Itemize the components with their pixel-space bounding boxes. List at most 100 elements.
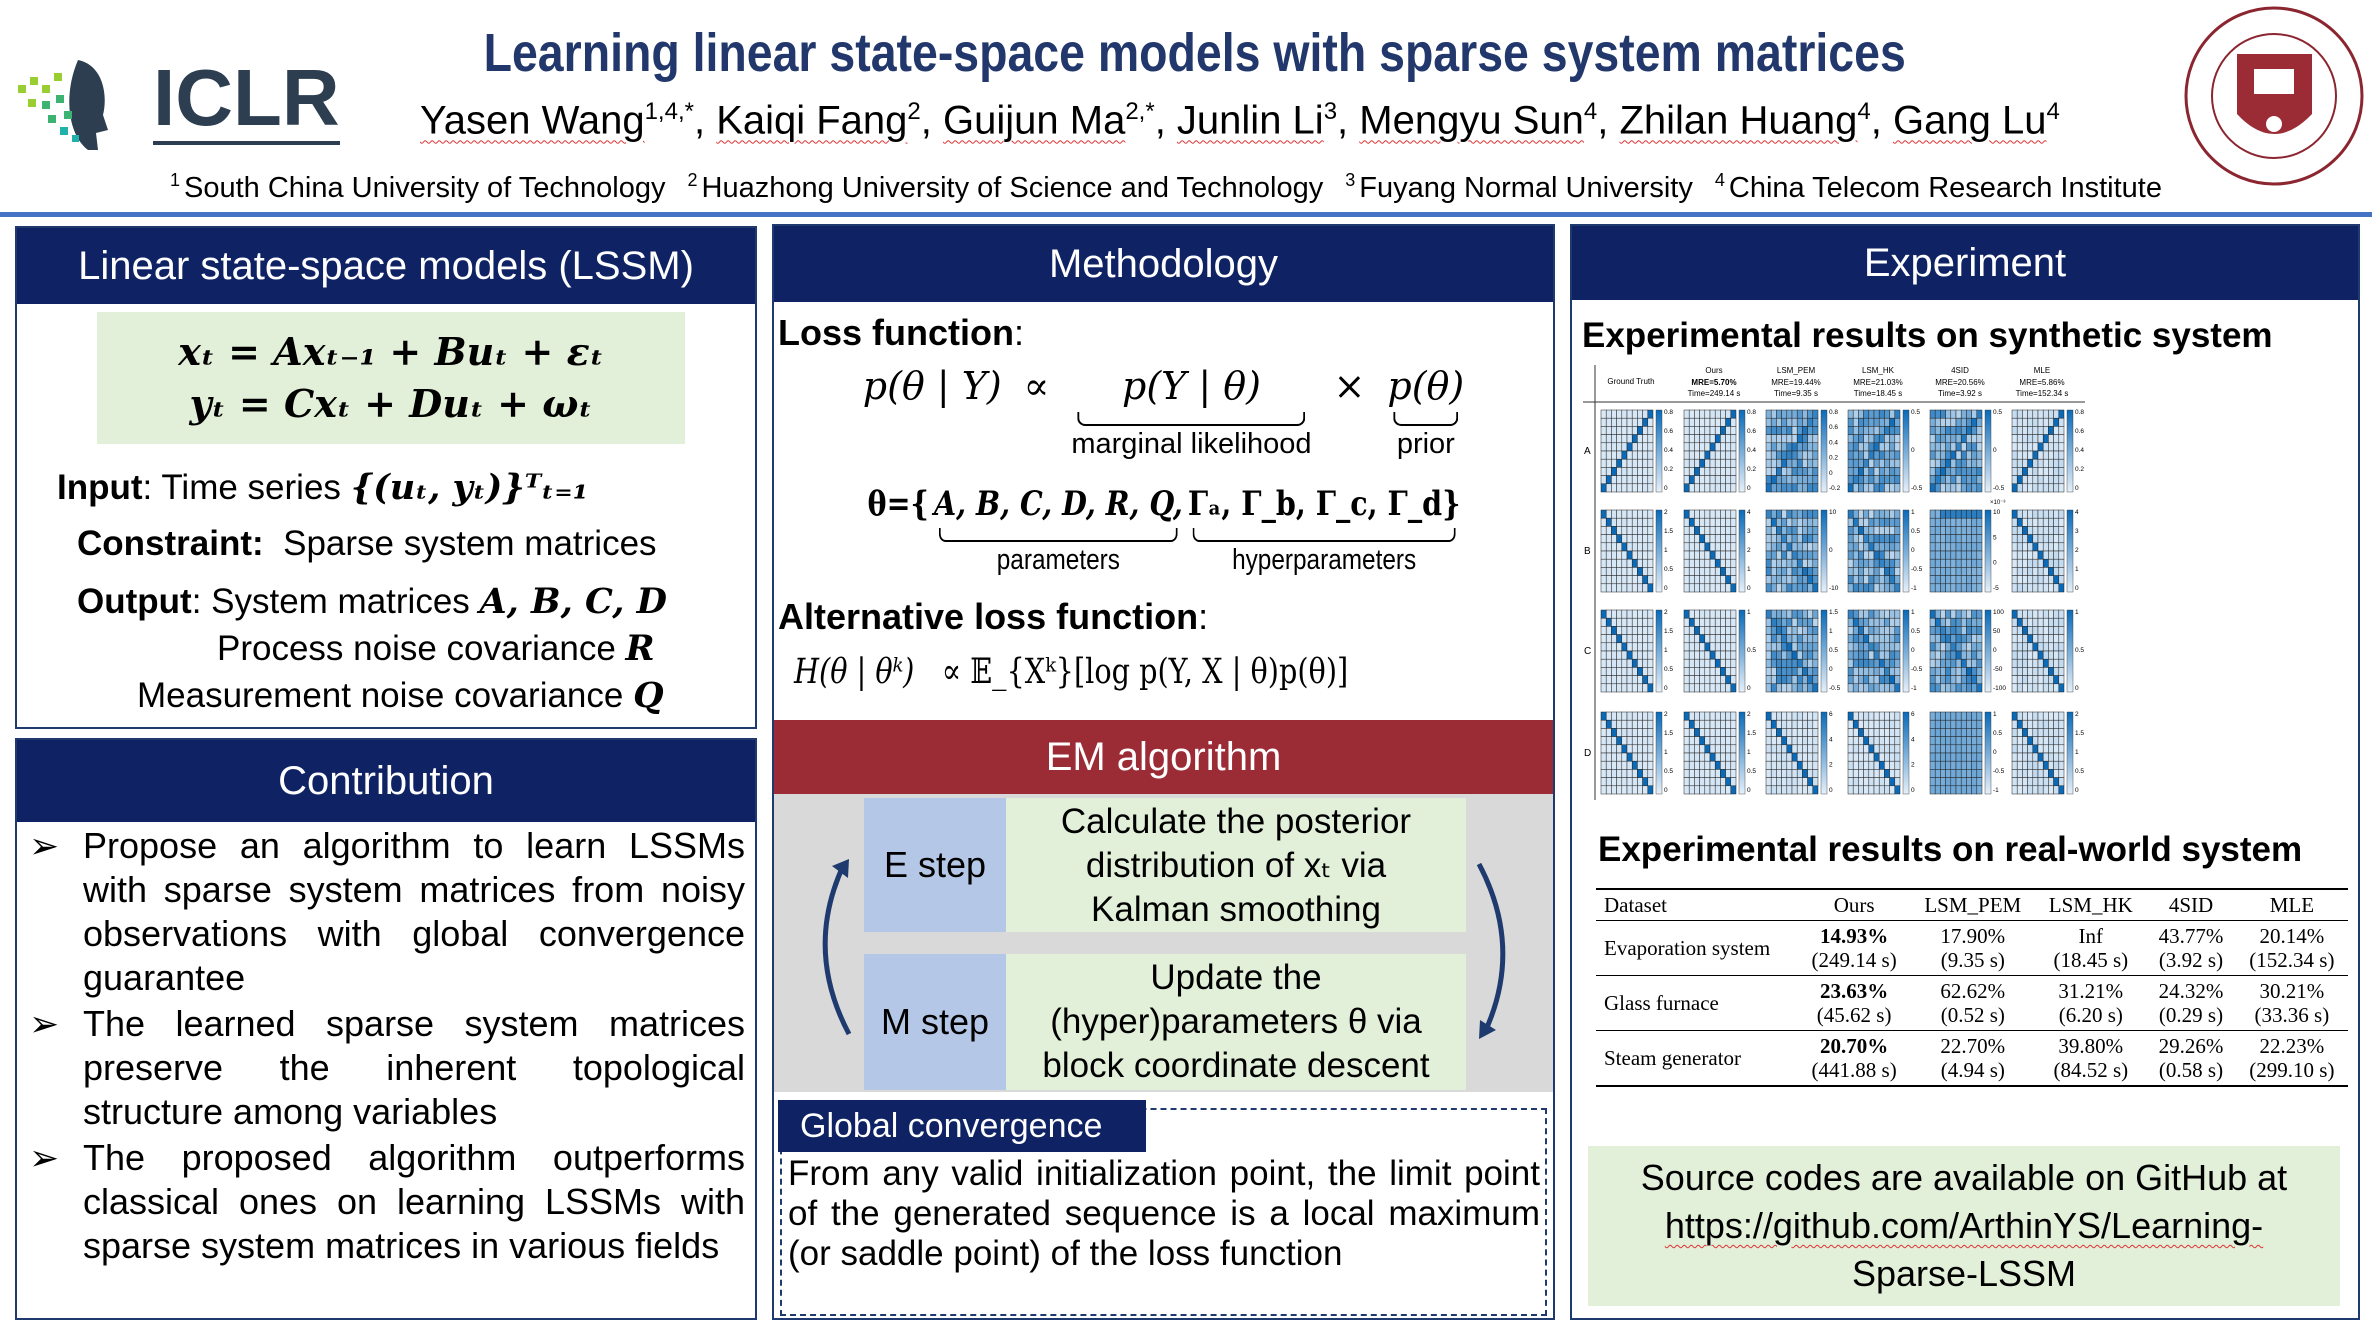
heatmap-cell xyxy=(1791,650,1798,660)
heatmap-cell xyxy=(1720,760,1726,770)
heatmap-cell xyxy=(2042,550,2049,560)
m-step-button[interactable]: M step xyxy=(864,954,1006,1090)
heatmap-cell xyxy=(1950,583,1957,593)
heatmap-cell xyxy=(2027,785,2034,795)
heatmap-cell xyxy=(1704,760,1711,770)
heatmap-cell xyxy=(1704,550,1711,560)
heatmap-cell xyxy=(1600,719,1607,729)
heatmap-cell xyxy=(1683,442,1690,452)
heatmap-cell xyxy=(1791,777,1798,787)
heatmap-cell xyxy=(1621,467,1628,476)
heatmap-cell xyxy=(1802,434,1808,444)
colorbar xyxy=(1738,509,1746,593)
author-affiliation-mark: 4 xyxy=(1857,98,1871,125)
heatmap-cell xyxy=(1694,752,1700,762)
heatmap-cell xyxy=(2016,458,2023,468)
heatmap-cell xyxy=(2048,426,2054,435)
affiliation-number: 3 xyxy=(1345,170,1356,190)
heatmap-cell xyxy=(1852,567,1859,576)
heatmap-cell xyxy=(1873,626,1880,635)
heatmap-cell xyxy=(1605,642,1612,652)
heatmap-cell xyxy=(1611,442,1617,452)
heatmap-cell xyxy=(1945,542,1952,552)
heatmap-cell xyxy=(1884,409,1890,419)
heatmap-cell xyxy=(1786,475,1793,485)
heatmap-cell xyxy=(1626,542,1633,552)
heatmap-cell xyxy=(1971,442,1978,452)
heatmap-cell xyxy=(1858,769,1864,778)
heatmap-cell xyxy=(1807,777,1814,787)
heatmap-cell xyxy=(1878,626,1885,635)
heatmap-cell xyxy=(2011,634,2018,644)
heatmap-cell xyxy=(1611,434,1617,444)
heatmap-cell xyxy=(2053,575,2060,585)
heatmap-cell xyxy=(1776,634,1782,644)
github-link[interactable]: https://github.com/ArthinYS/Learning- xyxy=(1664,1205,2264,1246)
heatmap-cell xyxy=(2058,426,2065,435)
heatmap-cell xyxy=(1714,467,1721,476)
heatmap-cell xyxy=(1725,744,1732,754)
heatmap-cell xyxy=(1971,575,1978,585)
mre-value: 31.21% xyxy=(2058,979,2124,1003)
heatmap-cell xyxy=(2053,769,2060,778)
heatmap-cell xyxy=(1725,450,1732,460)
heatmap-cell xyxy=(1725,650,1732,660)
heatmap-cell xyxy=(1868,634,1875,644)
heatmap-cell xyxy=(1884,642,1890,652)
heatmap-cell xyxy=(1960,426,1967,435)
heatmap-cell xyxy=(1626,442,1633,452)
heatmap-cell xyxy=(1770,658,1777,668)
heatmap-cell xyxy=(1714,752,1721,762)
heatmap-cell xyxy=(1976,634,1983,644)
heatmap-cell xyxy=(2042,658,2049,668)
heatmap-cell xyxy=(1945,567,1952,576)
heatmap-cell xyxy=(1600,458,1607,468)
heatmap-cell xyxy=(1852,711,1859,721)
heatmap-cell xyxy=(2016,509,2023,519)
heatmap-cell xyxy=(1694,534,1700,544)
heatmap-cell xyxy=(1889,667,1896,676)
mre-value: 20.14% xyxy=(2259,924,2325,948)
heatmap-cell xyxy=(2016,526,2023,535)
heatmap-cell xyxy=(1786,450,1793,460)
heatmap-cell xyxy=(1945,526,1952,535)
heatmap-cell xyxy=(1631,642,1638,652)
heatmap-cell xyxy=(1894,450,1901,460)
colorbar-tick: 1 xyxy=(1747,609,1751,616)
author-name: Yasen Wang xyxy=(420,98,645,143)
heatmap-cell xyxy=(1683,517,1690,527)
heatmap-cell xyxy=(1884,426,1890,435)
mre-value: 39.80% xyxy=(2058,1034,2124,1058)
result-cell: 30.21%(33.36 s) xyxy=(2236,976,2348,1031)
heatmap-cell xyxy=(2027,434,2034,444)
heatmap-cell xyxy=(1796,442,1803,452)
heatmap-cell xyxy=(1626,426,1633,435)
e-step-button[interactable]: E step xyxy=(864,798,1006,932)
heatmap-cell xyxy=(2037,458,2044,468)
heatmap-cell xyxy=(1884,509,1890,519)
heatmap-cell xyxy=(1966,736,1972,746)
heatmap-cell xyxy=(1863,526,1870,535)
heatmap-cell xyxy=(1637,542,1643,552)
heatmap-cell xyxy=(2042,526,2049,535)
heatmap-cell xyxy=(1940,534,1946,544)
heatmap-cell xyxy=(1776,642,1782,652)
heatmap-cell xyxy=(1688,509,1695,519)
heatmap-cell xyxy=(1884,583,1890,593)
heatmap-cell xyxy=(1966,458,1972,468)
heatmap-cell xyxy=(2027,760,2034,770)
heatmap-cell xyxy=(2011,409,2018,419)
heatmap-cell xyxy=(1600,450,1607,460)
heatmap-cell xyxy=(1966,785,1972,795)
heatmap-cell xyxy=(2027,417,2034,427)
heatmap-cell xyxy=(1642,658,1649,668)
heatmap-cell xyxy=(1781,550,1788,560)
github-link-cont[interactable]: Sparse-LSSM xyxy=(1851,1253,2077,1294)
heatmap-cell xyxy=(1626,417,1633,427)
heatmap-cell xyxy=(1770,583,1777,593)
heatmap-cell xyxy=(1852,583,1859,593)
heatmap-cell xyxy=(1770,711,1777,721)
heatmap-cell xyxy=(1966,752,1972,762)
heatmap-cell xyxy=(2032,777,2039,787)
heatmap-cell xyxy=(1873,409,1880,419)
